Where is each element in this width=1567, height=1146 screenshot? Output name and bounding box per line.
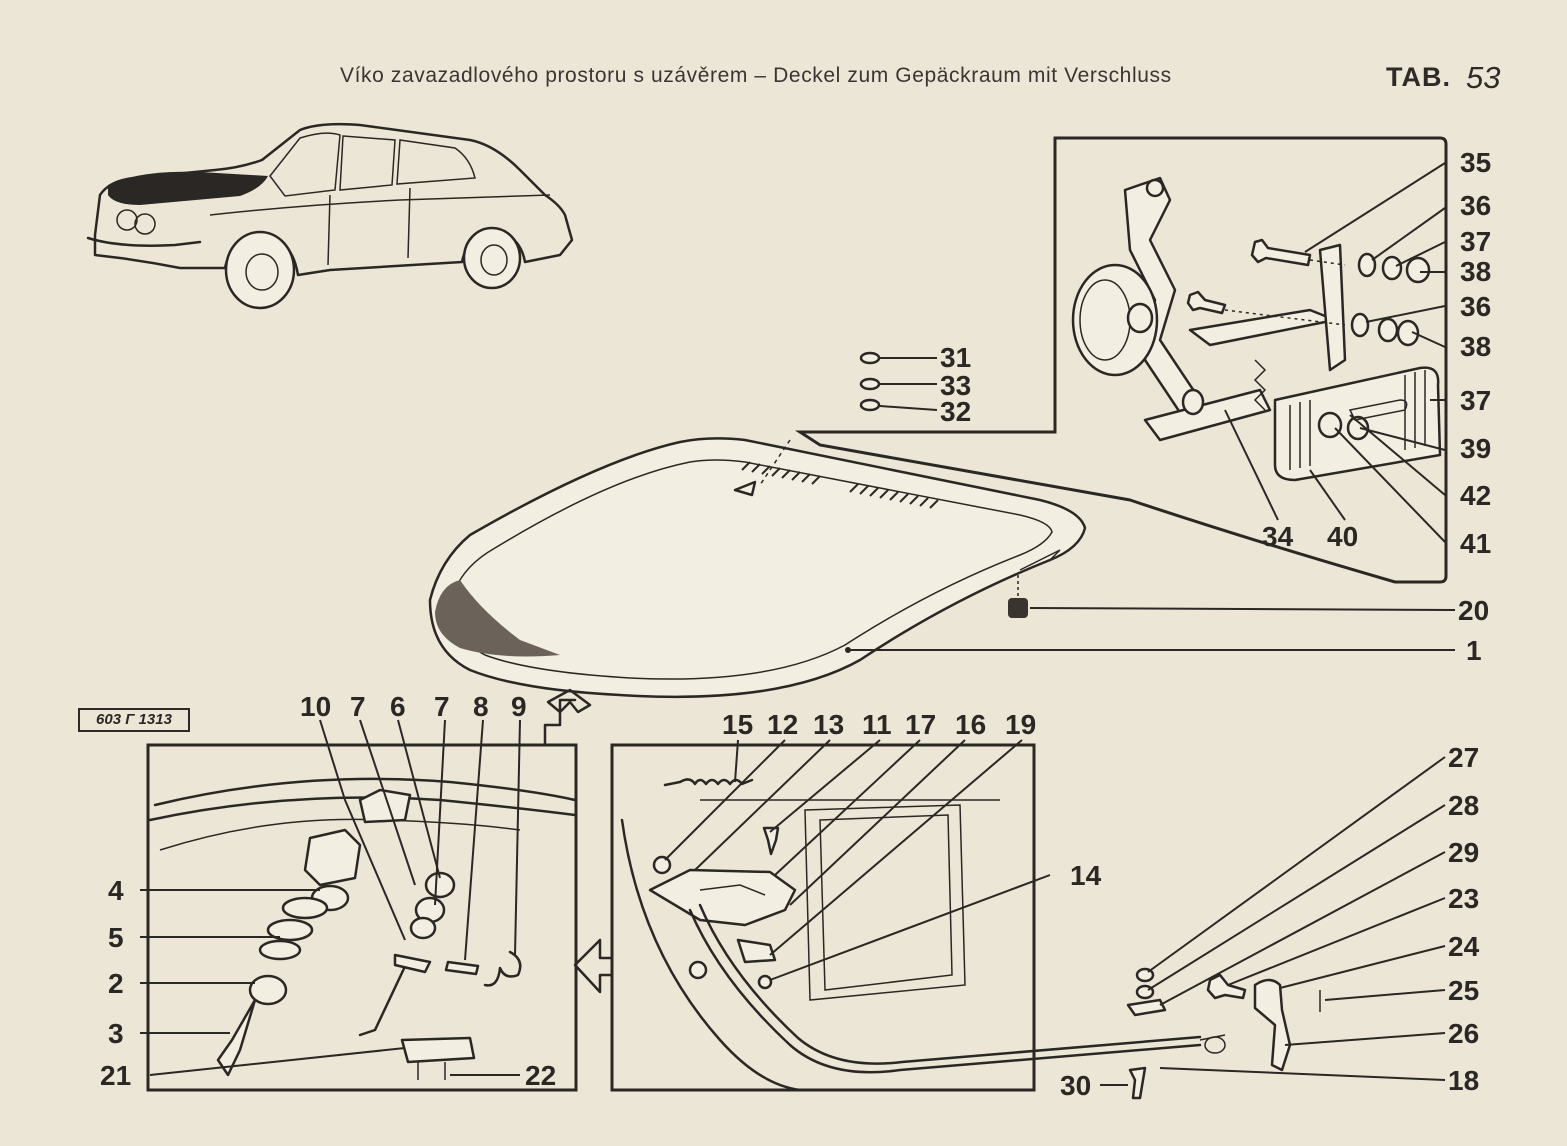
label-35: 35 (1460, 147, 1491, 178)
lock-mechanism (1071, 176, 1442, 482)
label-27: 27 (1448, 742, 1479, 773)
label-29: 29 (1448, 837, 1479, 868)
label-39: 39 (1460, 433, 1491, 464)
label-7: 7 (350, 691, 366, 722)
drawing-code: 603 Γ 1313 (78, 708, 190, 732)
label-24: 24 (1448, 931, 1480, 962)
label-32: 32 (940, 396, 971, 427)
label-16: 16 (955, 709, 986, 740)
label-30: 30 (1060, 1070, 1091, 1101)
small-washers (859, 351, 881, 412)
label-21: 21 (100, 1060, 131, 1091)
label-6: 6 (390, 691, 406, 722)
label-10: 10 (300, 691, 331, 722)
label-38: 38 (1460, 256, 1491, 287)
label-41: 41 (1460, 528, 1491, 559)
loose-parts (1126, 967, 1321, 1100)
label-31: 31 (940, 342, 971, 373)
label-18: 18 (1448, 1065, 1479, 1096)
label-14: 14 (1070, 860, 1102, 891)
label-12: 12 (767, 709, 798, 740)
page-title: Víko zavazadlového prostoru s uzávěrem –… (340, 64, 1172, 87)
label-20: 20 (1458, 595, 1489, 626)
lower-right-detail-frame (610, 743, 1226, 1092)
label-36: 36 (1460, 190, 1491, 221)
label-36: 36 (1460, 291, 1491, 322)
leader-lines (140, 162, 1456, 1086)
trunk-lid (428, 437, 1087, 699)
label-3: 3 (108, 1018, 124, 1049)
label-1: 1 (1466, 635, 1482, 666)
label-13: 13 (813, 709, 844, 740)
label-17: 17 (905, 709, 936, 740)
label-38: 38 (1460, 331, 1491, 362)
label-5: 5 (108, 922, 124, 953)
label-9: 9 (511, 691, 527, 722)
label-40: 40 (1327, 521, 1358, 552)
label-7: 7 (434, 691, 450, 722)
label-34: 34 (1262, 521, 1294, 552)
label-15: 15 (722, 709, 753, 740)
label-8: 8 (473, 691, 489, 722)
label-4: 4 (108, 875, 124, 906)
tab-label: TAB. (1386, 62, 1451, 92)
label-23: 23 (1448, 883, 1479, 914)
lower-left-detail-frame (146, 688, 614, 1092)
label-37: 37 (1460, 226, 1491, 257)
label-33: 33 (940, 370, 971, 401)
label-22: 22 (525, 1060, 556, 1091)
car-illustration (86, 122, 574, 310)
label-28: 28 (1448, 790, 1479, 821)
rubber-buffer (1008, 575, 1028, 618)
label-19: 19 (1005, 709, 1036, 740)
label-37: 37 (1460, 385, 1491, 416)
label-11: 11 (862, 709, 892, 740)
label-42: 42 (1460, 480, 1491, 511)
label-26: 26 (1448, 1018, 1479, 1049)
label-2: 2 (108, 968, 124, 999)
label-25: 25 (1448, 975, 1479, 1006)
tab-number: 53 (1466, 60, 1501, 95)
lock-detail-frame (794, 136, 1448, 584)
part-labels: 35 36 37 38 36 38 37 39 42 41 34 40 31 3… (100, 147, 1491, 1101)
